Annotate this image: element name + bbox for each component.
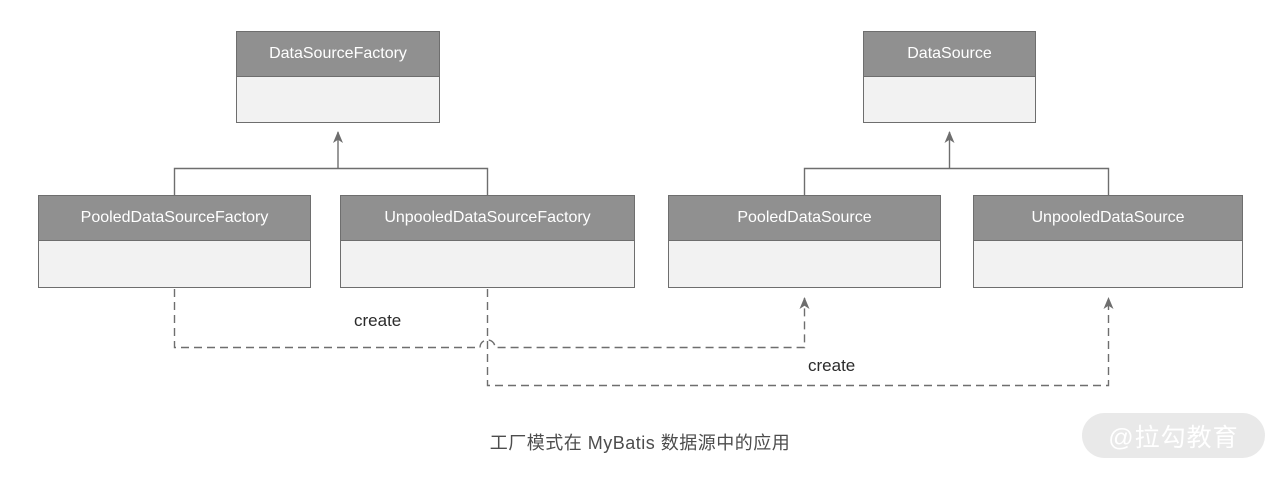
create-edge-label-unpooled: create <box>806 356 858 376</box>
class-name-datasourcefactory: DataSourceFactory <box>237 32 439 77</box>
inheritance-bracket-left <box>173 167 489 196</box>
class-box-unpooleddatasourcefactory: UnpooledDataSourceFactory <box>340 195 635 288</box>
diagram-caption: 工厂模式在 MyBatis 数据源中的应用 <box>489 433 791 453</box>
class-body-unpooleddatasource <box>974 241 1242 286</box>
class-body-unpooleddatasourcefactory <box>341 241 634 286</box>
class-box-unpooleddatasource: UnpooledDataSource <box>973 195 1243 288</box>
create-edge-label-pooled: create <box>352 311 404 331</box>
class-body-datasourcefactory <box>237 77 439 122</box>
class-box-datasourcefactory: DataSourceFactory <box>236 31 440 123</box>
class-name-unpooleddatasource: UnpooledDataSource <box>974 196 1242 241</box>
class-name-pooleddatasourcefactory: PooledDataSourceFactory <box>39 196 310 241</box>
inheritance-bracket-right <box>803 167 1110 196</box>
class-body-datasource <box>864 77 1035 122</box>
class-name-unpooleddatasourcefactory: UnpooledDataSourceFactory <box>341 196 634 241</box>
create-arrow-pooled <box>173 289 810 349</box>
watermark-badge: @拉勾教育 <box>1082 413 1265 458</box>
class-name-datasource: DataSource <box>864 32 1035 77</box>
create-arrow-unpooled <box>486 289 1114 387</box>
class-box-pooleddatasource: PooledDataSource <box>668 195 941 288</box>
class-body-pooleddatasourcefactory <box>39 241 310 286</box>
class-body-pooleddatasource <box>669 241 940 286</box>
class-name-pooleddatasource: PooledDataSource <box>669 196 940 241</box>
class-box-pooleddatasourcefactory: PooledDataSourceFactory <box>38 195 311 288</box>
class-box-datasource: DataSource <box>863 31 1036 123</box>
